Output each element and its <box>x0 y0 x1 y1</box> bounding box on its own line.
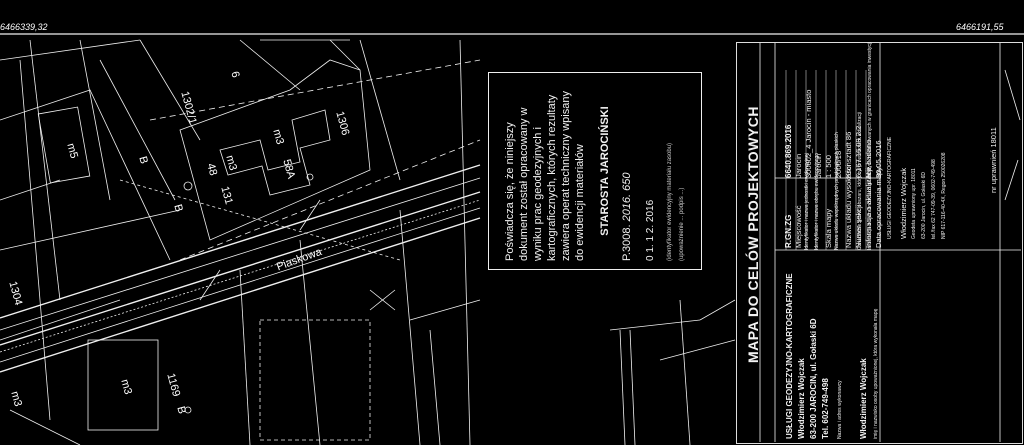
stamp2-line: Geodeta uprawniony upr. 18011 <box>911 168 917 239</box>
row-value: 2000/18 <box>834 150 843 178</box>
stamp-text: Poświadcza się, że niniejszy dokument zo… <box>504 91 586 261</box>
stamp2-owner: Włodzimierz Wojczak <box>899 167 908 239</box>
row-value: 300602_4 Jarocin - miasto <box>804 89 813 178</box>
certification-stamp: Poświadcza się, że niniejszy dokument zo… <box>488 72 702 270</box>
row-value: 6640.869.2016 <box>784 124 793 178</box>
row-value: Kronsztadt 86 <box>844 131 853 178</box>
note: Informacja o służebnościach gruntowych z… <box>867 41 873 250</box>
stamp-date: 0 1. 1 2. 2016 <box>645 199 656 261</box>
row-label: Miejscowość <box>794 205 803 248</box>
row-label: Nazwa układu współrzędnych prostokątnych… <box>834 132 840 250</box>
stamp-authority: STAROSTA JAROCIŃSKI <box>599 106 611 236</box>
company-owner: Włodzimierz Wojczak <box>797 358 806 439</box>
stamp-signature-right: (upoważnienie ... podpis ...) <box>679 187 685 261</box>
company-address: 63-200 JAROCIN, ul. Gołaski 6D <box>809 318 818 440</box>
coordinate-left: 6466339,32 <box>0 22 48 32</box>
stamp2-header: USŁUGI GEODEZYJNO-KARTOGRAFICZNE <box>887 136 893 239</box>
note: Oznaczenie granic obszaru, który był prz… <box>857 111 863 250</box>
stamp2-line: 63-200 Jarocin, ul. Gołaski 6D <box>921 172 927 239</box>
company-phone: Tel. 602-749-498 <box>821 378 830 439</box>
stamp-signature-left: (identyfikator ewidencyjny materiału zas… <box>667 142 673 261</box>
stamp2-line: NIP 617-116-40-4X, Regon 250026208 <box>941 152 947 239</box>
coordinate-right: 6466191,55 <box>956 22 1004 32</box>
stamp2-line: tel./fax 62 747-09-39, 0602-749-498 <box>931 159 937 239</box>
row-value: 1 : 500 <box>824 155 833 178</box>
company-header: USŁUGI GEODEZYJNO-KARTOGRAFICZNE <box>785 273 794 439</box>
title-block: MAPA DO CELÓW PROJEKTOWYCH R.GN.ZG 6640.… <box>736 42 1023 444</box>
row-value: Jarocin <box>814 153 823 178</box>
row-value: 30.05.2016 <box>874 140 883 178</box>
contractor-label: Nazwa i adres wykonawcy <box>837 380 843 439</box>
row-value: Jarocin <box>794 153 803 178</box>
row-label: R.GN.ZG <box>784 214 793 248</box>
signer-name: Włodzimierz Wojczak <box>859 358 868 439</box>
signer-label: imię i nazwisko osoby upoważnionej, któr… <box>873 308 879 439</box>
sheet-title: MAPA DO CELÓW PROJEKTOWYCH <box>745 106 761 363</box>
row-label: Data opracowania mapy <box>874 167 883 248</box>
license-number: nr uprawnień 18011 <box>989 127 998 193</box>
stamp-number: P.3008. 2016. 650 <box>621 172 633 261</box>
row-label: Skala mapy <box>824 208 833 248</box>
